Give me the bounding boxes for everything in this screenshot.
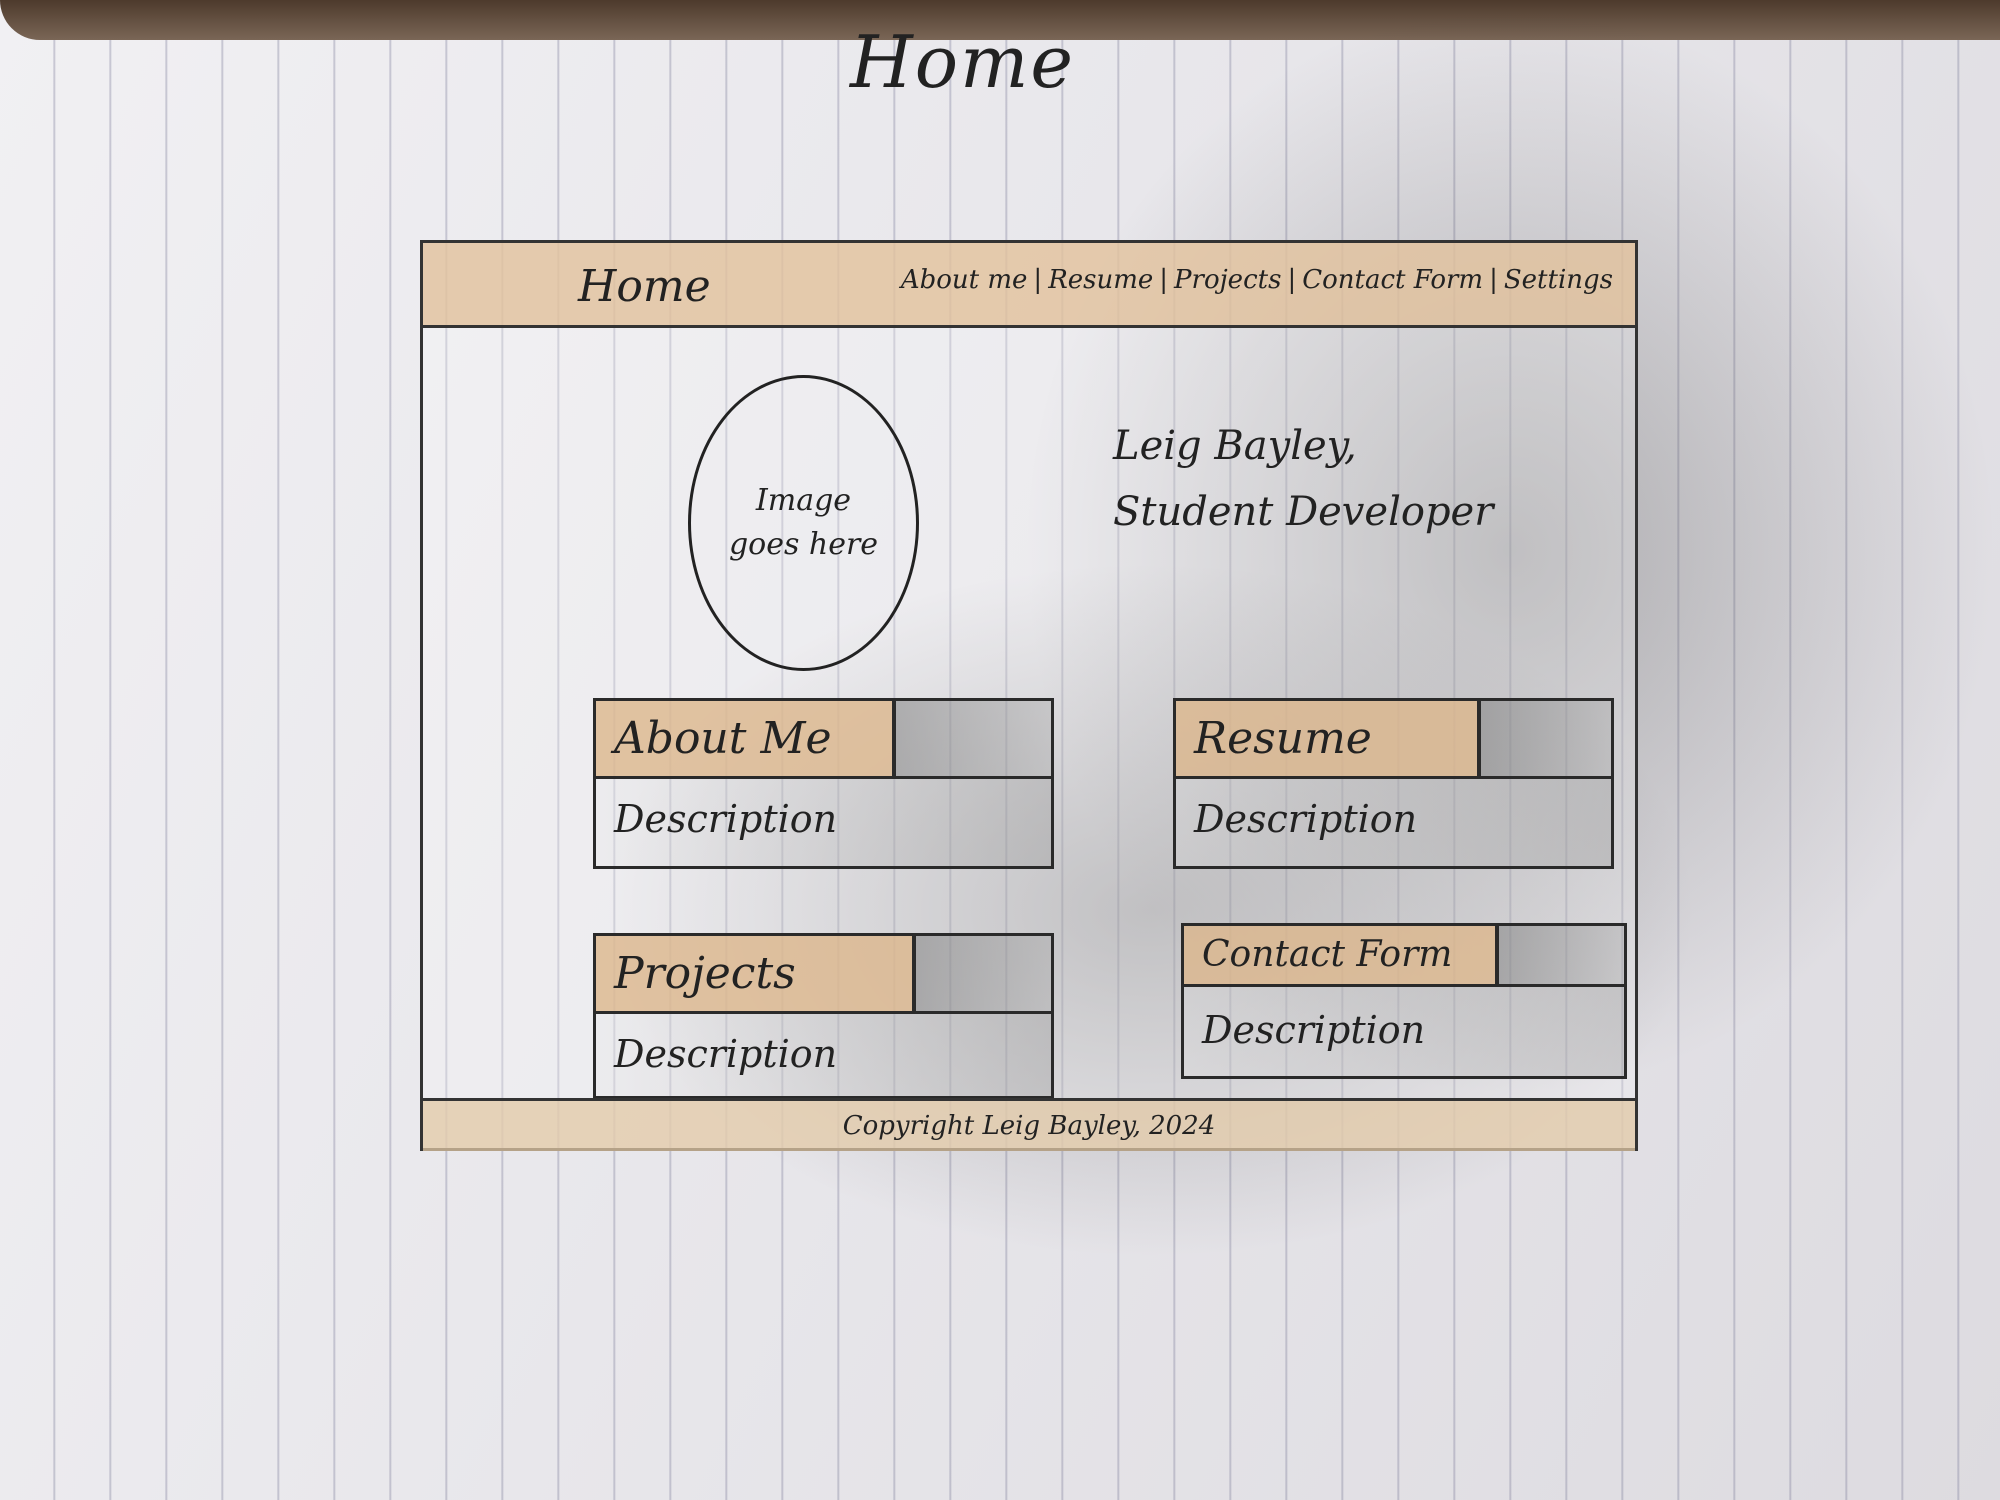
nav-separator: | <box>1033 265 1043 295</box>
card-header-shade <box>1499 926 1624 984</box>
card-header: Contact Form <box>1184 926 1624 987</box>
hero-role: Student Developer <box>1113 489 1494 535</box>
footer: Copyright Leig Bayley, 2024 <box>423 1098 1635 1151</box>
brand-home-link[interactable]: Home <box>578 261 711 312</box>
hero-name: Leig Bayley, <box>1113 423 1357 469</box>
card-title: Contact Form <box>1184 926 1499 984</box>
hero-intro: Leig Bayley, Student Developer <box>1113 413 1493 545</box>
card-title: About Me <box>596 701 896 776</box>
projects-card[interactable]: Projects Description <box>593 933 1054 1099</box>
card-title: Projects <box>596 936 916 1011</box>
nav-links: About me | Resume | Projects | Contact F… <box>901 265 1613 295</box>
nav-settings[interactable]: Settings <box>1503 265 1613 295</box>
nav-separator: | <box>1159 265 1169 295</box>
nav-contact-form[interactable]: Contact Form <box>1302 265 1484 295</box>
card-header-shade <box>896 701 1051 776</box>
nav-projects[interactable]: Projects <box>1174 265 1282 295</box>
website-wireframe: Home About me | Resume | Projects | Cont… <box>420 240 1638 1151</box>
card-description: Description <box>596 779 1051 866</box>
sheet-title: Home <box>850 20 1076 104</box>
card-description: Description <box>1176 779 1611 866</box>
image-placeholder-text: Image goes here <box>728 483 879 562</box>
profile-image-placeholder: Image goes here <box>688 375 919 671</box>
resume-card[interactable]: Resume Description <box>1173 698 1614 869</box>
nav-resume[interactable]: Resume <box>1048 265 1154 295</box>
card-header: Projects <box>596 936 1051 1014</box>
card-title: Resume <box>1176 701 1481 776</box>
nav-about-me[interactable]: About me <box>900 265 1028 295</box>
card-description: Description <box>596 1014 1051 1096</box>
nav-separator: | <box>1287 265 1297 295</box>
about-me-card[interactable]: About Me Description <box>593 698 1054 869</box>
contact-form-card[interactable]: Contact Form Description <box>1181 923 1627 1079</box>
card-description: Description <box>1184 987 1624 1076</box>
card-header: Resume <box>1176 701 1611 779</box>
nav-separator: | <box>1489 265 1498 295</box>
card-header: About Me <box>596 701 1051 779</box>
desk-edge <box>0 0 2000 40</box>
card-header-shade <box>1481 701 1611 776</box>
navbar: Home About me | Resume | Projects | Cont… <box>423 243 1635 328</box>
card-header-shade <box>916 936 1051 1011</box>
